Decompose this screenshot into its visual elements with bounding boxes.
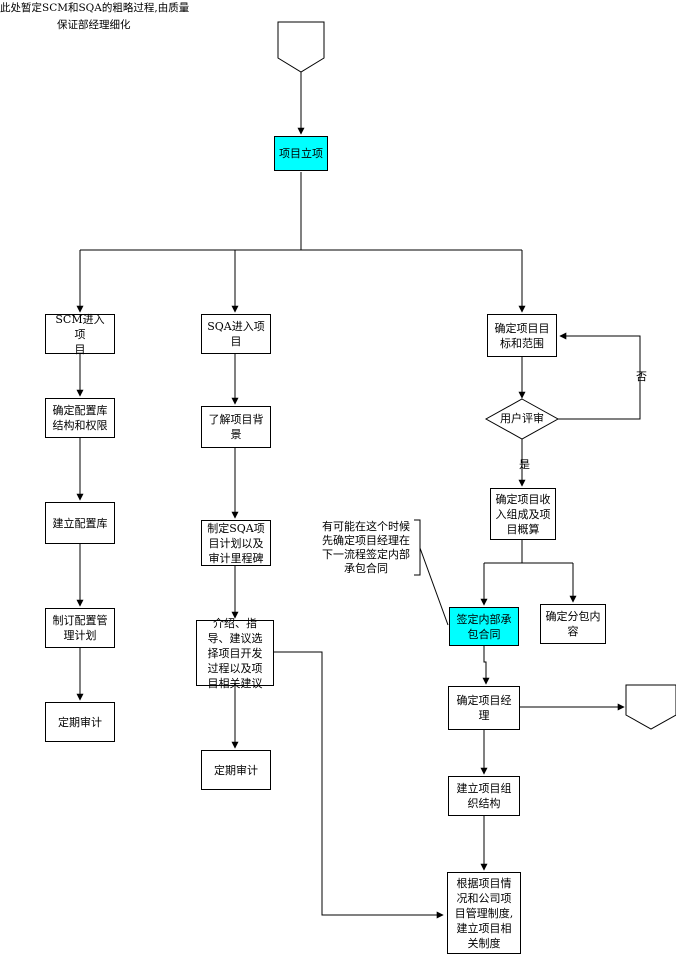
node-scm-audit: 定期审计 [45,702,115,742]
node-scm-enter: SCM进入项 目 [45,313,115,356]
start-connector-shape [277,21,325,73]
node-assign-pm: 确定项目经 理 [448,686,520,730]
node-scm-build: 建立配置库 [45,502,115,544]
label-no: 否 [636,370,647,383]
node-subcontract: 确定分包内 容 [540,604,606,644]
node-sign-contract: 签定内部承 包合同 [449,607,519,646]
node-sqa-plan: 制定SQA项 目计划以及 审计里程碑 [201,520,271,566]
header-note-line2: 保证部经理细化 [57,19,131,31]
node-goal-scope: 确定项目目 标和范围 [487,314,557,357]
label-yes: 是 [519,458,530,471]
node-scm-plan: 制订配置管 理计划 [45,608,115,648]
node-sqa-audit: 定期审计 [201,750,271,790]
callout-note: 有可能在这个时候 先确定项目经理在 下一流程签定内部 承包合同 [322,520,410,575]
node-sqa-background: 了解项目背 景 [201,406,271,448]
node-sqa-intro: 介绍、指 导、建议选 择项目开发 过程以及项 目相关建议 [196,617,274,690]
node-sqa-enter: SQA进入项 目 [201,314,271,354]
node-income-budget: 确定项目收 入组成及项 目概算 [490,488,556,540]
node-mgmt-rules: 根据项目情 况和公司项 目管理制度, 建立项目相 关制度 [447,872,521,954]
node-scm-define: 确定配置库 结构和权限 [45,398,115,438]
node-org-structure: 建立项目组 织结构 [448,776,520,816]
node-user-review: 用户评审 [500,412,544,425]
end-connector-shape [625,684,676,730]
header-note-line1: 此处暂定SCM和SQA的粗略过程,由质量 [0,2,190,14]
node-project-start: 项目立项 [274,136,328,171]
